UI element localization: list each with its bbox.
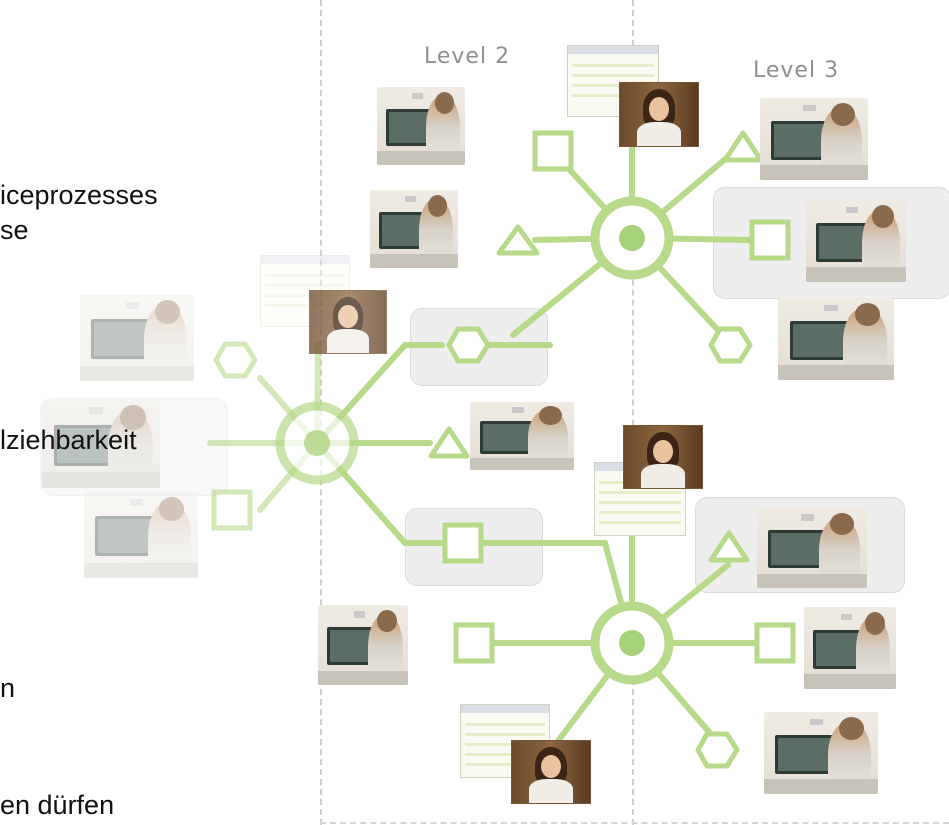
supervisor-photo-mid (623, 425, 703, 489)
hexagon-node-level1 (213, 341, 258, 379)
agent-photo-level1 (84, 492, 198, 578)
square-nodes (211, 130, 796, 664)
agent-photo (757, 508, 867, 588)
hub-level2-top (590, 196, 674, 280)
triangle-node-bottom-right (708, 530, 750, 563)
agent-photo-level1 (80, 295, 194, 381)
square-node-right (749, 219, 791, 261)
agent-photo (806, 200, 906, 282)
square-node-level1 (211, 489, 253, 531)
text-fragment-1: iceprozesses (0, 180, 158, 210)
agent-photo-level1 (42, 400, 160, 488)
agent-photo (377, 87, 465, 165)
hexagon-node-right (708, 326, 753, 364)
agent-photo (760, 98, 868, 180)
hexagon-node-upper (446, 326, 491, 364)
agent-photo (370, 190, 458, 268)
agent-photo (778, 298, 894, 380)
hexagon-nodes (213, 326, 753, 769)
square-node-top (532, 130, 574, 172)
agent-photo (318, 605, 408, 685)
hub-level2-bottom (590, 601, 674, 685)
triangle-nodes (428, 130, 764, 563)
text-fragment-2: se (0, 215, 29, 245)
agent-photo (764, 712, 878, 794)
text-fragment-3: lziehbarkeit (0, 425, 137, 455)
level-2-label: Level 2 (424, 44, 511, 69)
level-3-label: Level 3 (753, 58, 840, 83)
text-fragment-4: n (0, 673, 16, 703)
triangle-node-left (496, 224, 540, 256)
supervisor-photo-level1 (309, 290, 387, 354)
square-node-right-bottom (754, 622, 796, 664)
level-divider-right (632, 0, 634, 825)
agent-photo (804, 607, 896, 689)
triangle-node-top-right (722, 130, 764, 163)
text-fragment-5: en dürfen (0, 790, 115, 820)
square-node-mid (442, 522, 484, 564)
bottom-divider (320, 822, 949, 824)
square-node-left-bottom (453, 622, 495, 664)
supervisor-photo-top (619, 82, 699, 147)
hexagon-node-bottom (695, 731, 740, 769)
panel-level1 (40, 398, 228, 496)
supervisor-photo-bottom (511, 740, 591, 804)
agent-photo (470, 402, 574, 470)
hub-level1 (275, 401, 359, 485)
triangle-node-center (428, 426, 470, 459)
